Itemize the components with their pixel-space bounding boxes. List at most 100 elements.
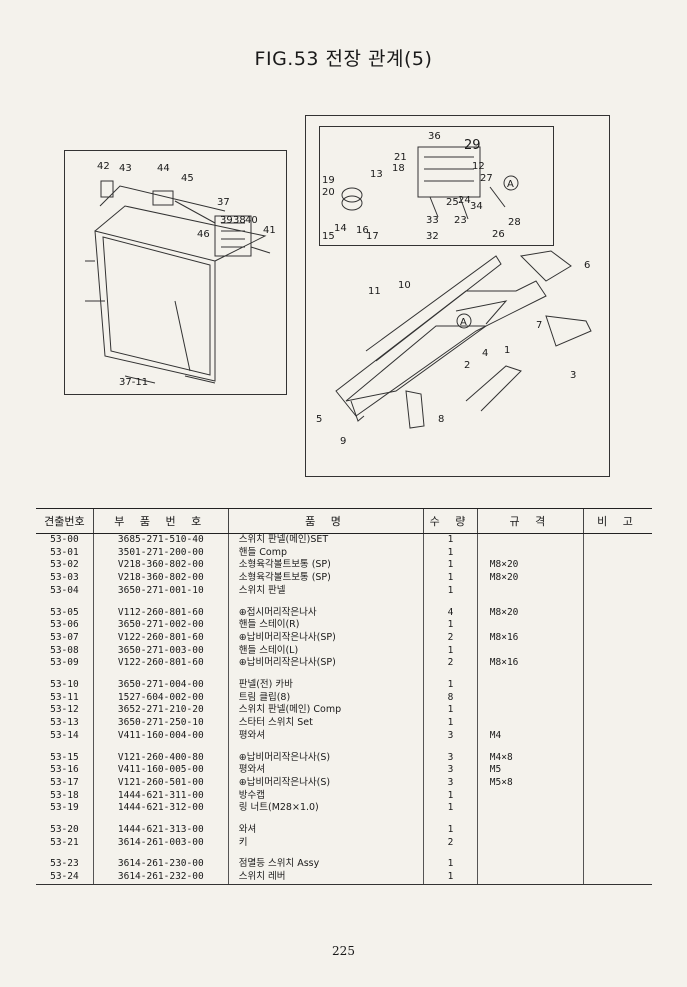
remarks-cell <box>583 619 652 632</box>
label-6: 6 <box>584 260 590 271</box>
part-name-cell: ⊕납비머리작은나사(SP) <box>227 657 424 671</box>
index-no-cell: 53-07 <box>50 631 79 643</box>
spec-cell <box>476 717 584 730</box>
remarks-cell <box>583 631 652 645</box>
part-number-cell: 3650-271-002-00 <box>92 619 229 632</box>
spacer-cell <box>583 849 652 859</box>
index-no-cell: 53-23 <box>50 858 79 870</box>
switch-panel-drawing: 42 43 44 45 37 39 38 40 46 41 37-11 <box>85 161 276 388</box>
remarks-cell <box>583 559 652 573</box>
spacer-cell <box>227 597 424 607</box>
quantity-cell: 1 <box>423 871 478 885</box>
index-no-cell: 53-16 <box>50 764 79 776</box>
label-28: 28 <box>508 217 521 228</box>
index-no-cell: 53-21 <box>50 836 79 848</box>
spacer-cell <box>583 815 652 825</box>
index-no-cell: 53-08 <box>50 644 79 656</box>
part-name-cell: 평와셔 <box>227 729 424 743</box>
index-no-cell: 53-14 <box>50 729 79 741</box>
label-5: 5 <box>316 414 322 425</box>
label-13: 13 <box>370 169 383 180</box>
diagram-handle-assembly: A 6 11 10 7 4 2 1 3 5 8 9 <box>305 115 610 477</box>
spec-cell <box>476 704 584 718</box>
spacer-cell <box>92 849 229 859</box>
label-25: 25 <box>446 197 459 208</box>
header-part-number: 부 품 번 호 <box>92 508 229 534</box>
spec-cell: M8×16 <box>476 631 584 645</box>
part-name-cell: 와셔 <box>227 824 424 837</box>
label-46: 46 <box>197 229 210 240</box>
table-spacer-row <box>36 742 652 752</box>
label-17: 17 <box>366 231 379 242</box>
quantity-cell: 1 <box>423 802 478 816</box>
part-name-cell: 스위치 레버 <box>227 871 424 885</box>
part-number-cell: 3650-271-001-10 <box>92 584 229 598</box>
spec-cell <box>476 584 584 598</box>
header-spec: 규 격 <box>476 508 584 534</box>
part-number-cell: V121-260-501-00 <box>92 776 229 790</box>
spec-cell: M5 <box>476 764 584 777</box>
part-number-cell: 3614-261-230-00 <box>92 858 229 872</box>
inset-circle-marker-a: A <box>507 179 514 190</box>
spec-cell: M8×20 <box>476 559 584 573</box>
part-number-cell: 1444-621-313-00 <box>92 824 229 837</box>
part-number-cell: 3501-271-200-00 <box>92 546 229 560</box>
spacer-cell <box>423 815 478 825</box>
part-name-cell: 스위치 판넬(메인)SET <box>227 533 424 547</box>
spacer-cell <box>583 597 652 607</box>
spacer-cell <box>227 849 424 859</box>
spacer-cell <box>92 597 229 607</box>
index-no-cell: 53-05 <box>50 606 79 618</box>
remarks-cell <box>583 858 652 872</box>
spacer-cell <box>423 670 478 680</box>
remarks-cell <box>583 789 652 803</box>
header-remarks: 비 고 <box>583 508 652 534</box>
remarks-cell <box>583 679 652 692</box>
part-number-cell: V112-260-801-60 <box>92 606 229 620</box>
part-name-cell: 핸들 스테이(R) <box>227 619 424 632</box>
index-no-cell: 53-24 <box>36 871 94 885</box>
part-name-cell: 키 <box>227 836 424 850</box>
remarks-cell <box>583 704 652 718</box>
quantity-cell: 1 <box>423 679 478 692</box>
part-name-cell: 소형육각볼트보통 (SP) <box>227 572 424 585</box>
circle-marker-a: A <box>460 317 467 328</box>
handle-labels: 6 11 10 7 4 2 1 3 5 8 9 <box>316 260 590 447</box>
quantity-cell: 1 <box>423 619 478 632</box>
spacer-cell <box>583 742 652 752</box>
spacer-cell <box>227 742 424 752</box>
switch-panel-labels: 42 43 44 45 37 39 38 40 46 41 37-11 <box>97 161 276 388</box>
part-number-cell: 1444-621-312-00 <box>92 802 229 816</box>
quantity-cell: 8 <box>423 691 478 705</box>
quantity-cell: 1 <box>423 858 478 872</box>
remarks-cell <box>583 751 652 765</box>
label-29: 29 <box>464 138 481 153</box>
remarks-cell <box>583 871 652 885</box>
quantity-cell: 3 <box>423 764 478 777</box>
spec-cell: M4×8 <box>476 751 584 765</box>
label-8: 8 <box>438 414 444 425</box>
spec-cell <box>476 619 584 632</box>
part-name-cell: 핸들 Comp <box>227 546 424 560</box>
index-no-cell: 53-18 <box>50 789 79 801</box>
spec-cell <box>476 789 584 803</box>
index-no-cell: 53-20 <box>50 824 79 836</box>
table-spacer-row <box>36 597 652 607</box>
spacer-cell <box>227 815 424 825</box>
spacer-cell <box>36 670 93 679</box>
label-2: 2 <box>464 360 470 371</box>
index-no-cell: 53-12 <box>50 704 79 716</box>
label-40: 40 <box>245 215 258 226</box>
index-no-cell: 53-13 <box>50 717 79 729</box>
label-36: 36 <box>428 131 441 142</box>
